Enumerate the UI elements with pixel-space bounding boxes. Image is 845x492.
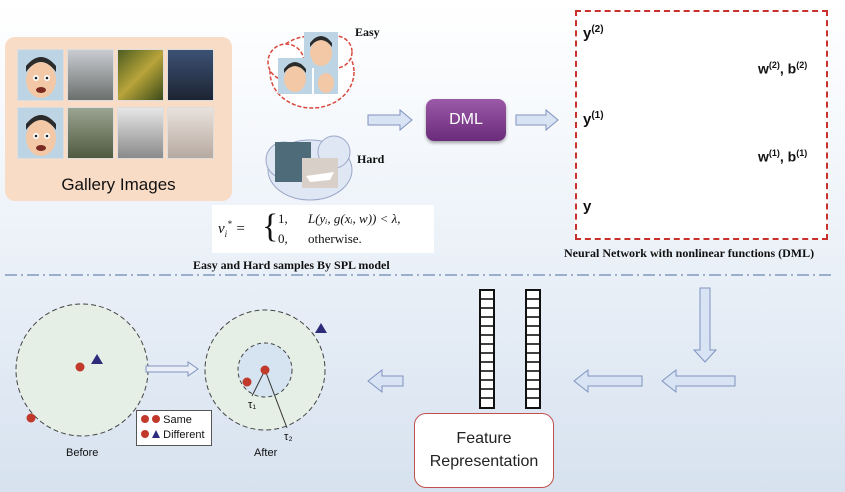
legend-same-marker xyxy=(152,415,161,423)
network-frame xyxy=(575,10,828,240)
weights-top-label: w(2), b(2) xyxy=(758,60,808,77)
legend-same-marker xyxy=(141,415,149,423)
tau1-label: τ₁ xyxy=(248,399,257,411)
formula-brace: { xyxy=(262,208,279,245)
feature-ladder-right xyxy=(525,289,541,409)
gallery-caption: Gallery Images xyxy=(61,175,176,194)
tau2-label: τ₂ xyxy=(284,431,293,443)
different-marker xyxy=(91,354,103,364)
different-marker xyxy=(315,323,327,333)
spl-caption: Easy and Hard samples By SPL model xyxy=(193,258,390,272)
same-marker xyxy=(75,362,85,372)
same-marker xyxy=(242,377,252,387)
horse-thumbnail xyxy=(167,49,214,101)
legend-same-label: Same xyxy=(163,414,192,426)
same-marker xyxy=(260,365,270,375)
frog-thumbnail xyxy=(117,49,164,101)
before-circle xyxy=(15,303,149,437)
legend-different-row: Different xyxy=(141,429,205,441)
same-marker xyxy=(26,413,36,423)
spl-formula: vi* = { 1, L(yᵢ, g(xᵢ, w)) < λ, 0, other… xyxy=(212,205,434,253)
legend: Same Different xyxy=(136,410,212,446)
arrow-left-3 xyxy=(367,368,404,394)
formula-case2-value: 0, xyxy=(278,231,288,246)
legend-different-marker xyxy=(152,430,161,438)
legend-same-marker xyxy=(141,430,149,438)
legend-same-row: Same xyxy=(141,414,192,426)
before-label: Before xyxy=(66,447,99,459)
dml-block: DML xyxy=(426,99,506,141)
feature-ladder-left xyxy=(479,289,495,409)
after-circle xyxy=(204,309,327,431)
easy-label: Easy xyxy=(355,25,380,39)
after-label: After xyxy=(254,447,278,459)
formula-case1-condition: L(yᵢ, g(xᵢ, w)) < λ, xyxy=(308,211,401,226)
arrow-left-1 xyxy=(661,368,736,394)
feature-line1: Feature xyxy=(456,430,512,448)
arrow-dml-to-network xyxy=(515,108,559,132)
legend-different-label: Different xyxy=(163,429,205,441)
arrow-left-2 xyxy=(573,368,643,394)
face-thumbnail xyxy=(17,107,64,159)
easy-cloud xyxy=(267,32,355,109)
formula-case2-condition: otherwise. xyxy=(308,231,362,246)
formula-case1-value: 1, xyxy=(278,211,288,226)
arrow-network-down xyxy=(692,287,718,363)
network-caption: Neural Network with nonlinear functions … xyxy=(564,246,815,260)
feature-representation-box: Feature Representation xyxy=(414,413,554,488)
layer-y1-label: y(1) xyxy=(583,110,604,128)
arrow-clouds-to-dml xyxy=(367,108,413,132)
feature-line2: Representation xyxy=(429,452,539,470)
hard-cloud xyxy=(265,135,353,201)
truck-thumbnail xyxy=(67,107,114,159)
hard-label: Hard xyxy=(357,152,385,166)
layer-y-label: y xyxy=(583,198,592,215)
gallery-panel: Gallery Images xyxy=(5,37,232,201)
arrow-before-to-after xyxy=(145,361,199,377)
weights-bottom-label: w(1), b(1) xyxy=(758,148,808,165)
formula-lhs: vi* = xyxy=(218,219,246,239)
layer-y2-label: y(2) xyxy=(583,24,604,42)
airplane-thumbnail xyxy=(167,107,214,159)
airplane-thumbnail xyxy=(117,107,164,159)
truck-thumbnail xyxy=(67,49,114,101)
cartoon-face-icon xyxy=(26,57,56,98)
cartoon-face-icon xyxy=(26,115,56,156)
face-thumbnail xyxy=(17,49,64,101)
